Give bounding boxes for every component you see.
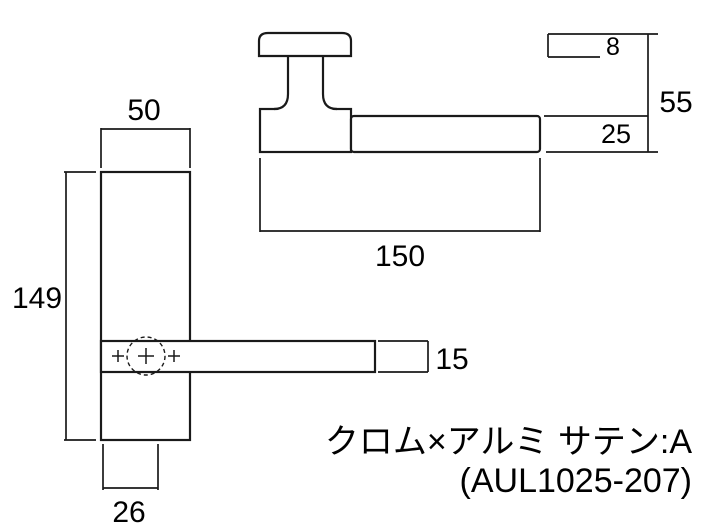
dim-base-width-label: 26 (112, 496, 145, 529)
handle-neck-left-edge (273, 49, 290, 111)
dim-cap-thickness-label: 8 (606, 33, 620, 61)
front-view: 50 149 26 15 (12, 94, 469, 529)
dim-plate-height: 149 (12, 171, 96, 441)
dim-plate-height-lines (64, 171, 96, 441)
center-mark-middle-icon (138, 348, 154, 364)
dim-plate-width: 50 (100, 94, 191, 168)
model-number: (AUL1025-207) (460, 462, 692, 500)
handle-grip (349, 114, 542, 154)
center-mark-right-icon (168, 350, 180, 362)
dim-bar-thickness-label: 15 (435, 343, 468, 376)
rose-dashed-circle (126, 336, 166, 376)
caption-block: クロム×アルミ サテン:A (AUL1025-207) (325, 423, 692, 500)
finish-caption: クロム×アルミ サテン:A (325, 423, 692, 461)
handle-neck-fill (272, 48, 339, 111)
dim-grip-thickness: 25 (544, 115, 648, 149)
dim-base-width-lines (102, 444, 159, 490)
handle-cap (257, 31, 353, 58)
dim-plate-width-label: 50 (127, 94, 160, 127)
dim-total-height-label: 55 (659, 86, 692, 119)
dim-lever-length-label: 150 (375, 240, 425, 273)
dim-total-height-lines (546, 34, 658, 153)
dim-plate-width-lines (100, 128, 191, 168)
side-view: 8 55 25 150 (257, 31, 693, 273)
dim-bar-thickness: 15 (378, 340, 469, 376)
dim-total-height: 55 (546, 34, 693, 153)
dim-lever-length-lines (259, 158, 541, 232)
handle-shank (258, 107, 353, 154)
dim-plate-height-label: 149 (12, 282, 62, 315)
center-mark-left-icon (112, 350, 124, 362)
dim-lever-length: 150 (259, 158, 541, 273)
dim-cap-thickness: 8 (547, 33, 658, 61)
dim-grip-thickness-label: 25 (601, 119, 631, 149)
plate-outline (99, 170, 192, 442)
dim-cap-thickness-lines (547, 33, 658, 58)
handle-neck-right-edge (321, 49, 338, 111)
dim-base-width: 26 (102, 444, 159, 529)
dim-bar-thickness-lines (378, 340, 429, 373)
